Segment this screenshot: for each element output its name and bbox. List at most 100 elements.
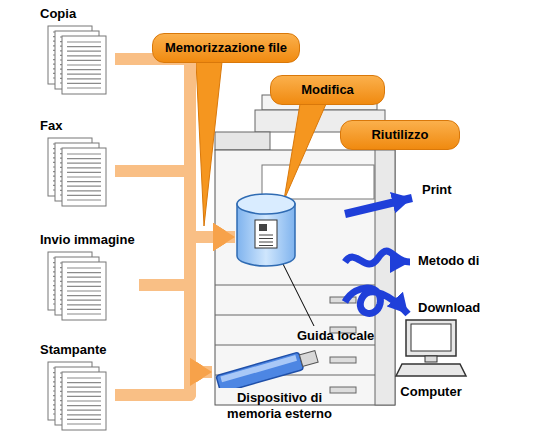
flow-connector <box>139 285 212 372</box>
text-line <box>67 377 101 378</box>
text-line <box>67 199 101 200</box>
text-line <box>67 55 101 56</box>
document-stack <box>44 24 119 99</box>
text-line <box>67 309 101 310</box>
node-label: Riutilizzo <box>363 127 436 143</box>
text-line <box>67 163 101 164</box>
text-line <box>67 172 101 173</box>
flow-connector <box>115 171 212 372</box>
callout-box: Modifica <box>270 75 385 105</box>
node-label: Computer <box>392 384 470 400</box>
text-line <box>67 69 101 70</box>
text-line <box>67 295 101 296</box>
node-label: Modifica <box>293 82 362 98</box>
usb-highlight <box>220 355 297 382</box>
text-line <box>67 304 101 305</box>
computer-node: Computer <box>392 318 470 399</box>
text-line <box>67 64 101 65</box>
text-line <box>67 181 101 182</box>
cylinder-top <box>237 194 295 214</box>
text-line <box>67 423 101 424</box>
tray-handle <box>330 357 356 363</box>
arrow-label: Print <box>422 182 452 197</box>
page <box>62 36 106 94</box>
screen <box>411 324 451 351</box>
usb-stick <box>212 342 347 388</box>
text-line <box>67 277 101 278</box>
text-line <box>67 272 101 273</box>
text-line <box>67 286 101 287</box>
text-line <box>67 158 101 159</box>
storage-node: Guida locale <box>235 192 297 270</box>
callout-box: Memorizzazione file <box>152 33 300 63</box>
document-stack <box>44 250 119 325</box>
keyboard <box>396 364 466 376</box>
document-node: Copia <box>40 6 115 101</box>
text-line <box>67 281 101 282</box>
text-line <box>67 387 101 388</box>
page <box>62 372 106 430</box>
text-line <box>67 41 101 42</box>
text-line <box>67 167 101 168</box>
print-arrow <box>345 198 412 214</box>
text-line <box>67 60 101 61</box>
file-line <box>259 238 273 239</box>
file-line <box>259 235 273 236</box>
node-label: Invio immagine <box>40 232 139 248</box>
tray-line <box>215 345 375 346</box>
text-line <box>67 300 101 301</box>
document-node: Invio immagine <box>40 232 139 327</box>
text-line <box>67 190 101 191</box>
printer-body <box>215 150 395 405</box>
computer-icon <box>392 318 470 380</box>
text-line <box>67 83 101 84</box>
node-label: Dispositivo di memoria esterno <box>212 390 347 421</box>
usb-group <box>216 348 319 388</box>
output-tray <box>262 165 374 199</box>
file-line <box>259 242 273 243</box>
text-line <box>67 153 101 154</box>
tray-line <box>215 315 375 316</box>
document-node: Fax <box>40 118 115 213</box>
download-arrow <box>345 288 408 314</box>
method-arrow <box>345 251 410 264</box>
text-line <box>67 410 101 411</box>
text-line <box>67 382 101 383</box>
callout-tail <box>196 62 222 226</box>
text-line <box>67 313 101 314</box>
text-line <box>67 400 101 401</box>
file-image <box>259 224 267 231</box>
callout-box: Riutilizzo <box>340 120 460 150</box>
memory-device-node: Dispositivo di memoria esterno <box>212 342 347 422</box>
callout-tail <box>284 104 326 200</box>
text-line <box>67 51 101 52</box>
usb-body <box>216 352 304 388</box>
usb-connector <box>299 351 318 367</box>
text-line <box>67 78 101 79</box>
page <box>62 262 106 320</box>
document-stack <box>44 136 119 211</box>
text-line <box>67 414 101 415</box>
control-panel <box>215 132 270 150</box>
page <box>62 148 106 206</box>
text-line <box>67 405 101 406</box>
arrow-label: Download <box>418 300 480 315</box>
text-line <box>67 176 101 177</box>
document-stack <box>44 360 119 435</box>
flow-connector <box>115 171 235 237</box>
node-label: Copia <box>40 6 115 22</box>
storage-cylinder <box>235 192 297 270</box>
flow-connector <box>115 372 212 395</box>
text-line <box>67 419 101 420</box>
text-line <box>67 186 101 187</box>
node-label: Stampante <box>40 342 115 358</box>
text-line <box>67 195 101 196</box>
node-label: Fax <box>40 118 115 134</box>
node-label: Memorizzazione file <box>157 40 295 56</box>
node-label: Guida locale <box>297 328 374 344</box>
side-panel <box>375 150 395 405</box>
monitor <box>406 320 456 356</box>
text-line <box>67 391 101 392</box>
text-line <box>67 87 101 88</box>
